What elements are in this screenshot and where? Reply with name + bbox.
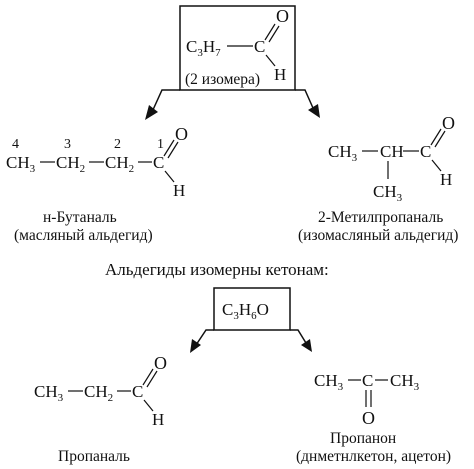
methylpropanal-branch-ch3: CH3 <box>373 182 403 204</box>
butanal-oxygen: O <box>175 124 188 144</box>
propanal-carbonyl-c: C <box>132 382 143 401</box>
propanal-double-bond-2 <box>146 370 158 388</box>
methylpropanal-structure: CH3 CH C O H CH3 2-Метилпропаналь (изома… <box>298 113 458 244</box>
arrow-left-head <box>145 105 158 120</box>
propanone-ch3-right: CH3 <box>390 371 420 393</box>
c3h6o-formula-box: C3H6O <box>213 287 291 331</box>
methylpropanal-double-bond-1 <box>430 128 442 146</box>
propanone-oxygen: O <box>362 408 375 428</box>
carbon-number-1: 1 <box>157 137 164 152</box>
butanal-double-bond-2 <box>167 141 179 159</box>
methylpropanal-name: 2-Метилпропаналь <box>318 209 443 226</box>
propanal-ch3: CH3 <box>34 382 64 404</box>
methylpropanal-ch3: CH3 <box>328 142 358 164</box>
butanal-bond-h <box>164 170 175 183</box>
arrow-bottom-left-line <box>195 329 214 346</box>
methylpropanal-h: H <box>440 170 452 189</box>
propanal-name: Пропаналь <box>58 448 130 465</box>
top-double-bond-1 <box>264 23 276 41</box>
butanal-carbonyl-c: C <box>153 153 164 172</box>
top-formula-c3h7: C3H7 <box>186 37 221 59</box>
arrow-bottom-right-head <box>301 339 312 352</box>
top-double-bond-2 <box>268 25 280 43</box>
arrow-bottom-left-head <box>190 339 201 353</box>
top-formula-box: C3H7 C O H (2 изомера) <box>179 5 296 91</box>
butanal-trivial-name: (масляный альдегид) <box>14 227 153 244</box>
top-box-frame <box>179 5 296 91</box>
propanone-name: Пропанон <box>330 430 396 447</box>
methylpropanal-ch: CH <box>380 142 404 161</box>
c3h6o-formula: C3H6O <box>222 300 269 322</box>
propanone-carbonyl-c: C <box>362 371 373 390</box>
butanal-structure: 4 3 2 1 CH3 CH2 CH2 C O H н-Бутаналь (ма… <box>6 124 188 244</box>
methylpropanal-trivial-name: (изомасляный альдегид) <box>298 227 458 244</box>
top-carbonyl-c: C <box>254 37 265 56</box>
top-bond-h <box>265 54 276 67</box>
isomer-count-label: (2 изомера) <box>185 71 260 88</box>
arrow-right-head <box>308 104 320 118</box>
propanal-double-bond-1 <box>142 368 154 386</box>
arrow-right-line <box>295 89 314 109</box>
carbon-number-2: 2 <box>114 137 121 152</box>
methylpropanal-double-bond-2 <box>434 130 446 148</box>
methylpropanal-bond-h <box>431 159 442 172</box>
bottom-arrows <box>190 329 312 353</box>
carbon-number-4: 4 <box>12 137 19 152</box>
methylpropanal-carbonyl-c: C <box>420 142 431 161</box>
methylpropanal-oxygen: O <box>442 113 455 133</box>
propanone-structure: CH3 C CH3 O Пропанон (днметнлкетон, ацет… <box>296 371 451 465</box>
carbon-number-3: 3 <box>64 137 71 152</box>
arrow-left-line <box>151 89 180 113</box>
propanal-structure: CH3 CH2 C O H Пропаналь <box>34 353 167 465</box>
butanal-ch2-b: CH2 <box>105 153 134 175</box>
top-aldehyde-h: H <box>274 65 286 84</box>
top-arrows <box>145 89 320 120</box>
butanal-double-bond-1 <box>163 139 175 157</box>
butanal-h: H <box>173 181 185 200</box>
propanal-ch2: CH2 <box>84 382 113 404</box>
butanal-name: н-Бутаналь <box>43 209 117 226</box>
c3h6o-box-frame <box>213 287 291 331</box>
propanone-ch3-left: CH3 <box>314 371 344 393</box>
propanal-h: H <box>152 410 164 429</box>
top-oxygen: O <box>276 6 289 26</box>
isomers-statement: Альдегиды изомерны кетонам: <box>105 260 329 279</box>
propanal-bond-h <box>143 399 154 412</box>
butanal-ch2-a: CH2 <box>56 153 85 175</box>
propanone-trivial-name: (днметнлкетон, ацетон) <box>296 448 451 465</box>
arrow-bottom-right-line <box>290 329 307 344</box>
propanal-oxygen: O <box>154 353 167 373</box>
butanal-ch3: CH3 <box>6 153 36 175</box>
